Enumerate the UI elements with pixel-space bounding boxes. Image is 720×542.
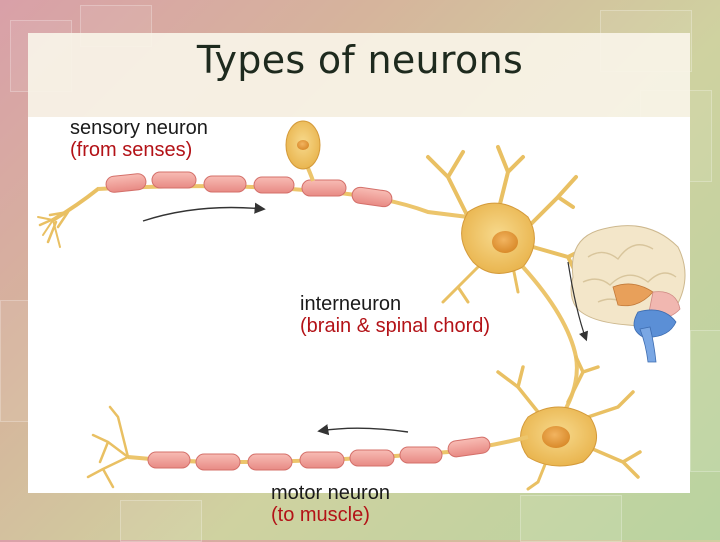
interneuron-label: interneuron (brain & spinal chord) (300, 293, 490, 337)
motor-neuron-name: motor neuron (271, 482, 390, 504)
sensory-neuron-label: sensory neuron (from senses) (70, 117, 208, 161)
motor-dendrites (496, 355, 642, 491)
sensory-neuron-name: sensory neuron (70, 117, 208, 139)
sensory-myelin (105, 171, 393, 208)
sensory-direction-arrow (142, 202, 266, 222)
interneuron-name: interneuron (300, 293, 402, 315)
brain-stem (639, 326, 657, 363)
motor-nucleus (542, 426, 570, 448)
motor-axon-terminals (86, 405, 130, 489)
sensory-neuron-origin: (from senses) (70, 139, 193, 161)
sensory-neuron (37, 120, 469, 248)
slide-title: Types of neurons (196, 38, 524, 82)
motor-neuron (86, 355, 642, 491)
motor-myelin (147, 436, 491, 471)
sensory-dendrites (37, 187, 100, 248)
motor-neuron-target: (to muscle) (271, 504, 370, 526)
brain-pointer-arrow (567, 261, 589, 342)
sensory-nucleus (297, 140, 309, 150)
motor-direction-arrow (317, 424, 409, 436)
interneuron-location: (brain & spinal chord) (300, 315, 491, 337)
interneuron-nucleus (492, 231, 518, 253)
title-panel (28, 33, 690, 118)
brain-illustration (567, 225, 686, 363)
motor-neuron-label: motor neuron (to muscle) (271, 482, 390, 526)
neuron-diagram (37, 120, 686, 491)
